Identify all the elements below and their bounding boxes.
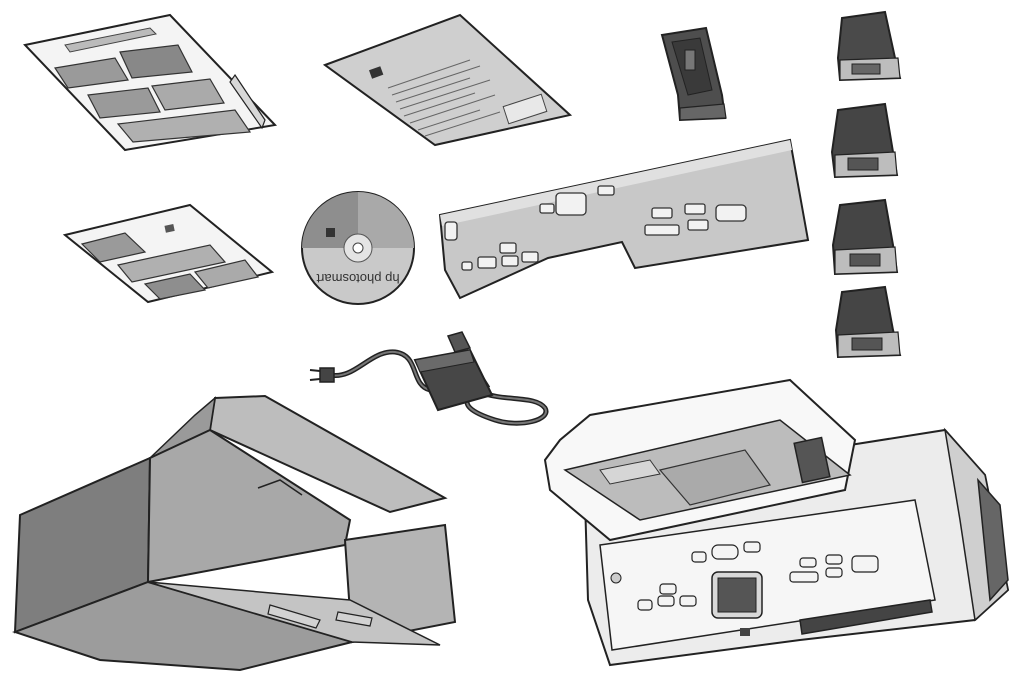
photo-paper-sample-small: [62, 203, 275, 304]
print-cartridge: [831, 198, 899, 276]
cartridge-protector: [660, 26, 727, 122]
print-cartridge: [834, 285, 902, 359]
shipping-box: [11, 394, 457, 672]
print-cartridges: [830, 10, 902, 359]
power-cord-and-adapter: [309, 331, 549, 426]
print-cartridge: [830, 102, 899, 179]
photo-paper-sample-large: [23, 13, 278, 152]
photo-printer: [543, 378, 1010, 667]
print-cartridge: [836, 10, 902, 82]
cd-label: hp photosmart: [316, 271, 399, 286]
setup-instructions-sheet: [322, 13, 573, 147]
control-panel-overlay: [438, 138, 810, 300]
software-cd: hp photosmart: [301, 191, 415, 305]
